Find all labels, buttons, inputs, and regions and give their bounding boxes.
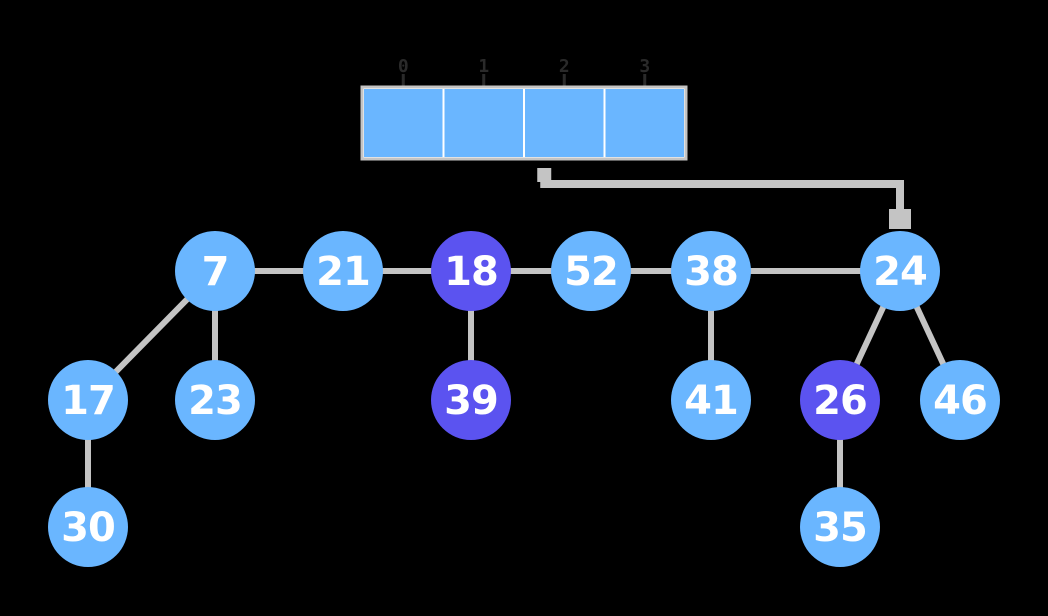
node-key-label: 46 (933, 378, 987, 424)
heap-node-24: 24 (860, 231, 940, 311)
node-key-label: 30 (61, 505, 115, 551)
heap-node-26: 26 (800, 360, 880, 440)
heap-node-30: 30 (48, 487, 128, 567)
node-key-label: 21 (316, 249, 370, 295)
heap-node-21: 21 (303, 231, 383, 311)
heap-node-39: 39 (431, 360, 511, 440)
heap-node-7: 7 (175, 231, 255, 311)
marked-node-circle (431, 231, 511, 311)
node-circle (175, 360, 255, 440)
heap-node-41: 41 (671, 360, 751, 440)
heap-node-17: 17 (48, 360, 128, 440)
node-key-label: 52 (564, 249, 618, 295)
node-key-label: 39 (444, 378, 498, 424)
node-key-label: 23 (188, 378, 242, 424)
array-pointer-head (889, 209, 911, 229)
array-cell-0 (362, 87, 445, 159)
node-circle (175, 231, 255, 311)
node-circle (860, 231, 940, 311)
heap-node-46: 46 (920, 360, 1000, 440)
node-key-label: 41 (684, 378, 738, 424)
array-index-label-0: 0 (398, 56, 409, 77)
marked-node-circle (431, 360, 511, 440)
array-pointer (537, 168, 911, 229)
array-cell-1 (442, 87, 525, 159)
heap-node-18: 18 (431, 231, 511, 311)
array-cell-3 (603, 87, 686, 159)
heap-nodes: 7 21 18 52 38 24 17 23 39 41 26 46 30 35 (48, 231, 1000, 567)
node-circle (671, 231, 751, 311)
array-index-label-2: 2 (559, 56, 570, 77)
node-circle (48, 360, 128, 440)
array-pointer-tail (537, 168, 552, 182)
heap-node-23: 23 (175, 360, 255, 440)
node-circle (671, 360, 751, 440)
heap-node-38: 38 (671, 231, 751, 311)
node-key-label: 24 (873, 249, 927, 295)
heap-node-35: 35 (800, 487, 880, 567)
node-key-label: 26 (813, 378, 867, 424)
array-cell-2 (523, 87, 606, 159)
node-key-label: 18 (444, 249, 498, 295)
node-circle (800, 487, 880, 567)
node-key-label: 17 (61, 378, 115, 424)
node-circle (303, 231, 383, 311)
array-index-label-1: 1 (478, 56, 489, 77)
array-frame (360, 85, 688, 161)
marked-node-circle (800, 360, 880, 440)
node-key-label: 35 (813, 505, 867, 551)
node-key-label: 7 (202, 249, 229, 295)
heap-node-52: 52 (551, 231, 631, 311)
node-circle (551, 231, 631, 311)
node-circle (920, 360, 1000, 440)
node-key-label: 38 (684, 249, 738, 295)
degree-array: 0 1 2 3 (360, 56, 688, 161)
node-circle (48, 487, 128, 567)
array-index-label-3: 3 (639, 56, 650, 77)
